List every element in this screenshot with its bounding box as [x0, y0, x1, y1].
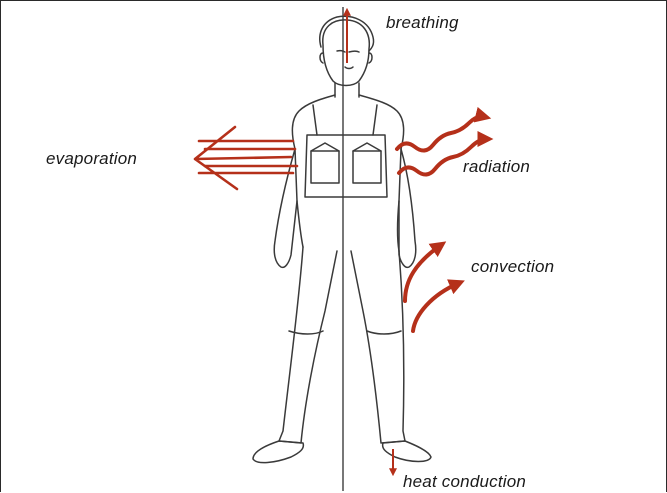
worker-figure — [253, 16, 431, 462]
radiation-label: radiation — [463, 157, 530, 177]
right-leg-outline — [351, 251, 405, 443]
evaporation-arrows — [195, 127, 297, 189]
heat-conduction-label: heat conduction — [403, 472, 526, 492]
convection-label: convection — [471, 257, 554, 277]
left-leg-outline — [279, 247, 337, 443]
evaporation-label: evaporation — [46, 149, 137, 169]
left-shoe-outline — [253, 441, 303, 463]
right-shoe-outline — [383, 441, 431, 462]
convection-arrows — [405, 245, 459, 331]
bib-outline — [305, 135, 387, 197]
breathing-label: breathing — [386, 13, 459, 33]
